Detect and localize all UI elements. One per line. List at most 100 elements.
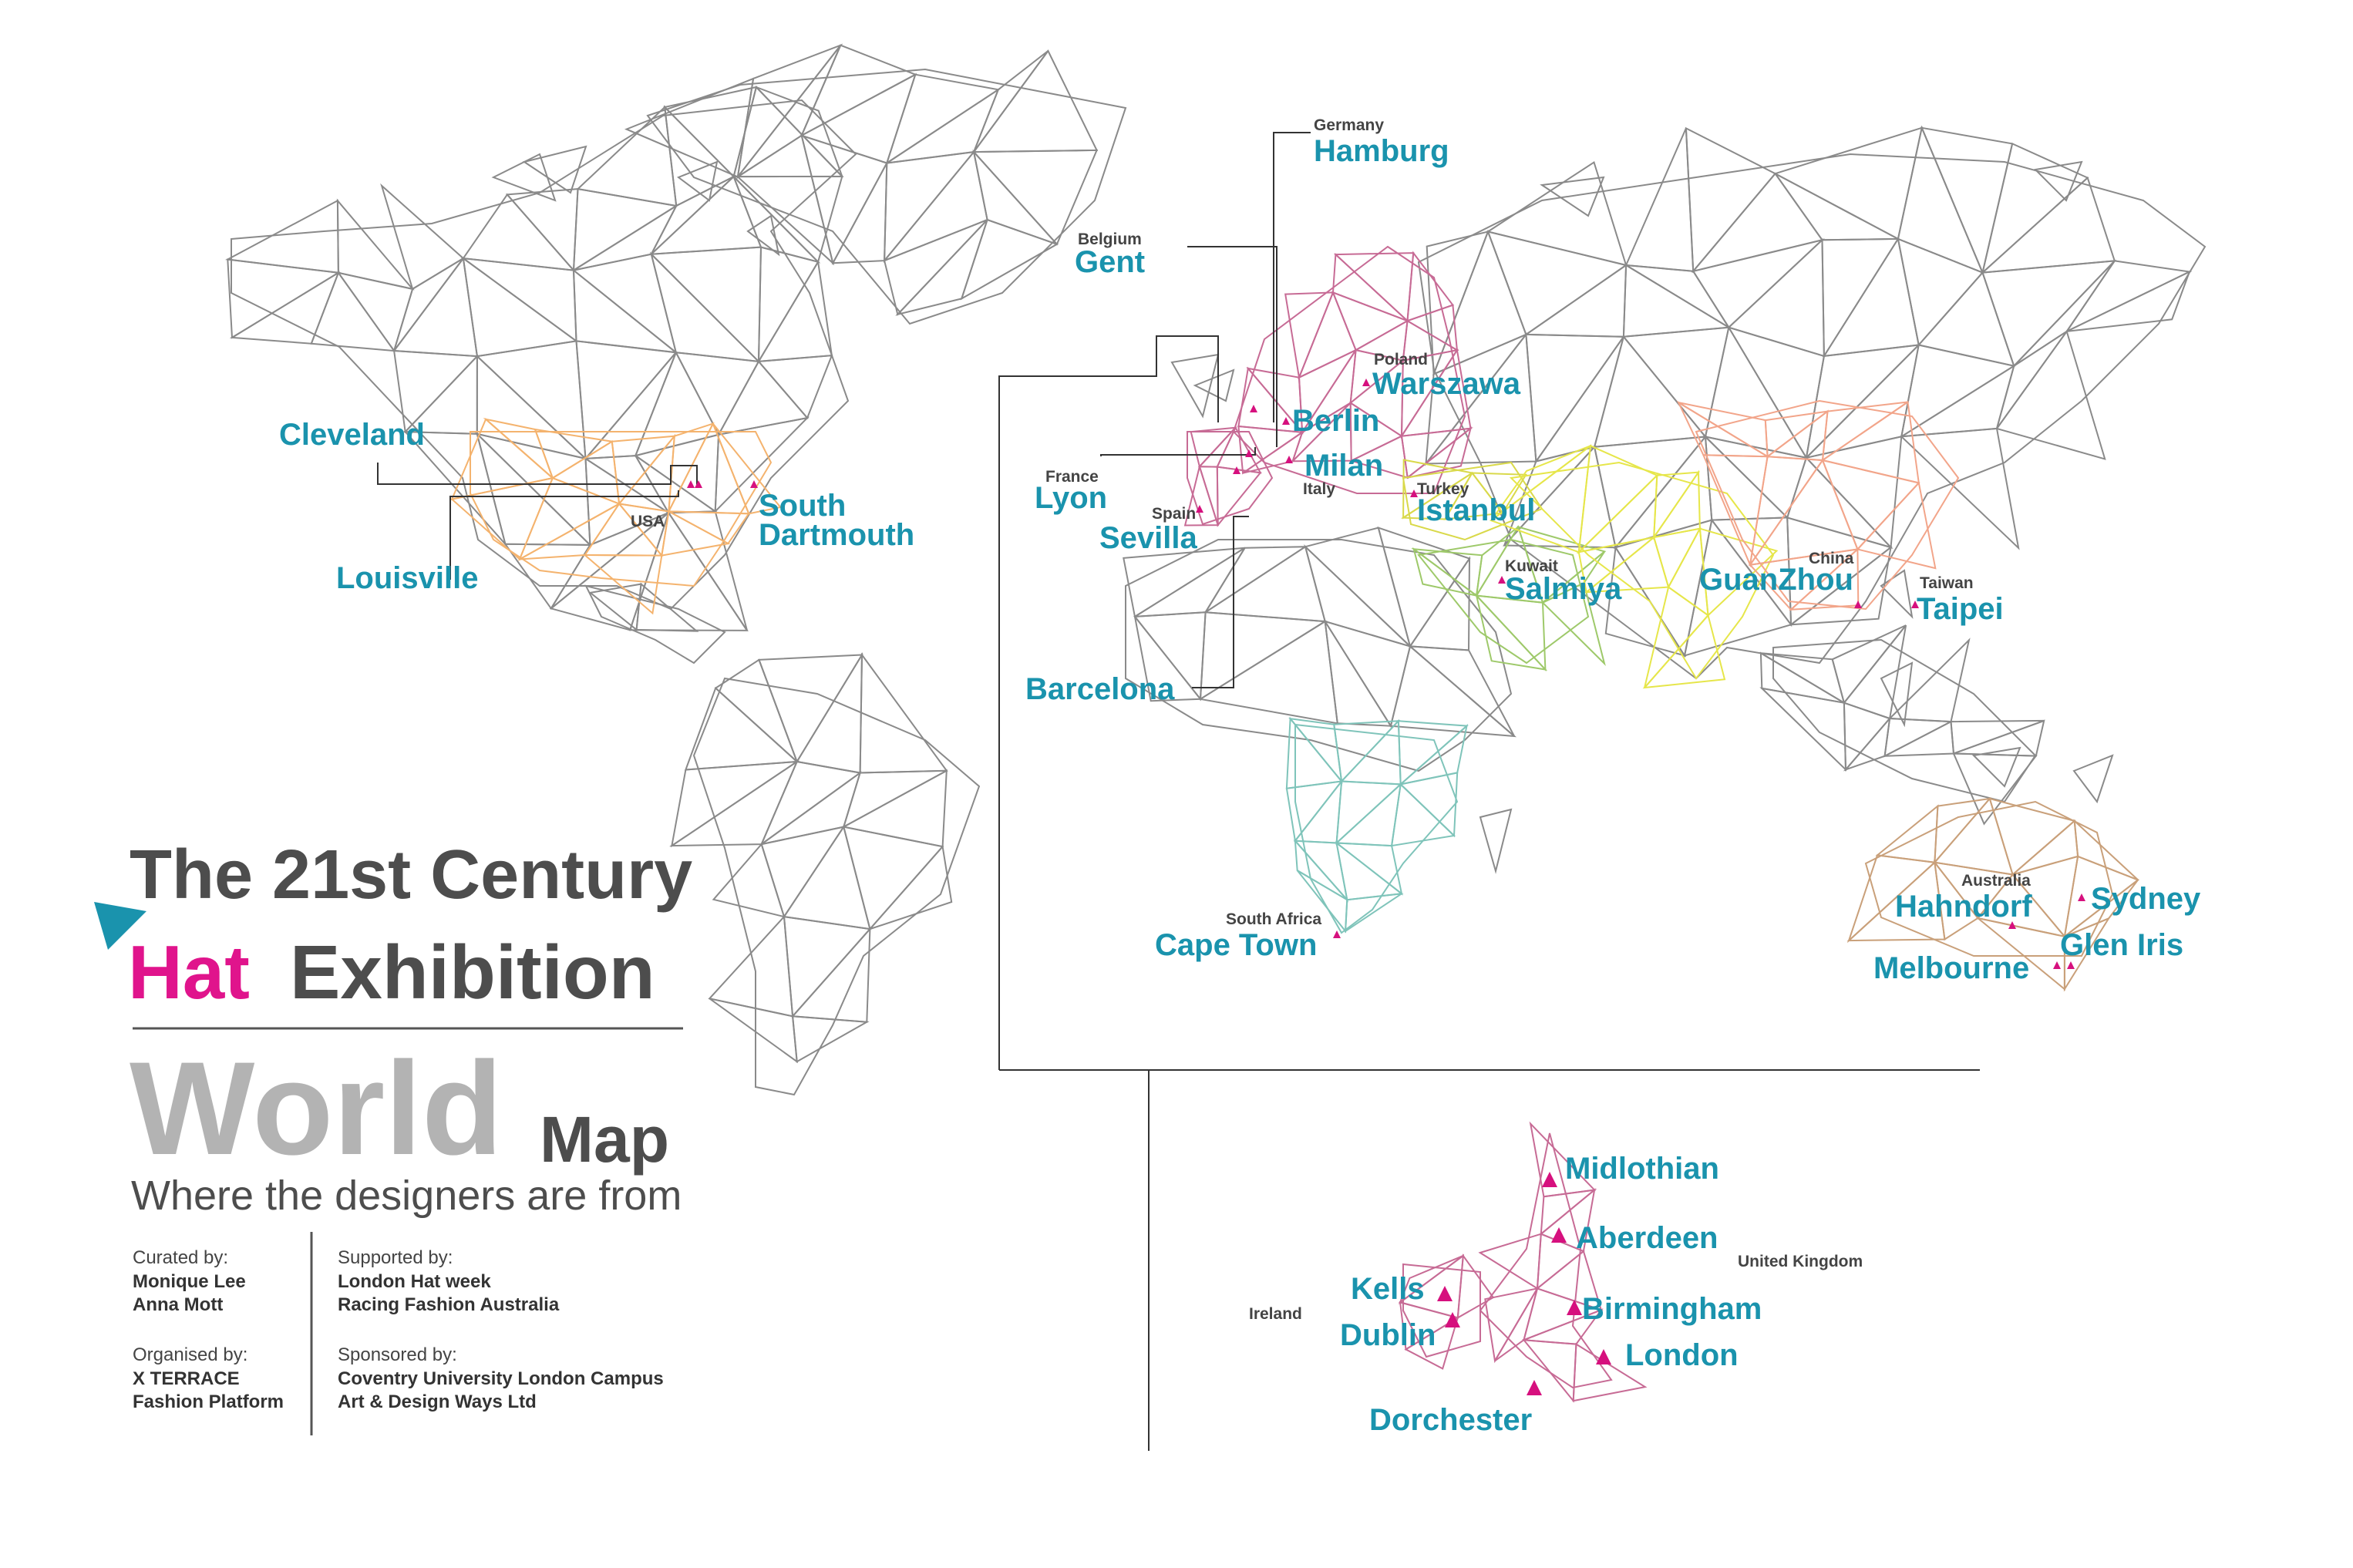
mesh-island bbox=[1971, 746, 2021, 788]
mesh-triangle bbox=[960, 218, 1059, 301]
mesh-triangle bbox=[712, 422, 783, 515]
country-usa: USA bbox=[631, 513, 665, 530]
mesh-triangle bbox=[582, 554, 663, 615]
mesh-triangle bbox=[709, 998, 798, 1064]
mesh-outline-north-america bbox=[231, 99, 857, 611]
location-marker-icon bbox=[687, 480, 695, 488]
world-mesh-colored bbox=[450, 245, 2140, 1403]
location-marker-icon bbox=[695, 480, 702, 488]
mesh-triangle bbox=[1774, 173, 1899, 241]
play-triangle-icon bbox=[94, 902, 146, 950]
mesh-triangle bbox=[1843, 715, 1891, 772]
location-marker-icon bbox=[1282, 417, 1290, 425]
country-australia: Australia bbox=[1961, 872, 2031, 890]
mesh-triangle bbox=[227, 258, 341, 339]
mesh-triangle bbox=[714, 416, 810, 513]
mesh-triangle bbox=[1572, 1342, 1648, 1402]
mesh-triangle bbox=[1856, 481, 1937, 570]
leader-line bbox=[449, 490, 679, 580]
mesh-triangle bbox=[2011, 819, 2079, 876]
supported-label: Supported by: bbox=[338, 1247, 453, 1268]
mesh-triangle bbox=[1642, 614, 1726, 689]
mesh-triangle bbox=[841, 769, 948, 848]
mesh-triangle bbox=[1404, 1316, 1459, 1370]
location-marker-icon bbox=[1245, 449, 1253, 457]
mesh-triangle bbox=[1323, 620, 1412, 728]
mesh-triangle bbox=[503, 543, 592, 611]
title-subtitle: Where the designers are from bbox=[131, 1173, 682, 1219]
supported-name-1: London Hat week bbox=[338, 1271, 491, 1292]
mesh-island bbox=[1540, 176, 1605, 217]
country-china: China bbox=[1809, 550, 1854, 567]
mesh-triangle bbox=[572, 268, 679, 354]
country-ireland: Ireland bbox=[1249, 1305, 1302, 1323]
mesh-triangle bbox=[1933, 860, 1979, 941]
city-salmiya: Salmiya bbox=[1505, 572, 1622, 606]
mesh-triangle bbox=[1456, 1253, 1495, 1320]
city-birmingham: Birmingham bbox=[1582, 1292, 1762, 1326]
mesh-island bbox=[1880, 661, 1914, 728]
mesh-outline-se-asia bbox=[1772, 638, 2037, 803]
mesh-triangle bbox=[1525, 333, 1625, 464]
mesh-island bbox=[1170, 353, 1220, 419]
title-hat: Hat bbox=[128, 930, 250, 1014]
mesh-triangle bbox=[1333, 252, 1415, 323]
mesh-triangle bbox=[791, 1015, 870, 1063]
mesh-triangle bbox=[462, 256, 579, 358]
mesh-outline-eurasia bbox=[1417, 153, 2207, 680]
mesh-triangle bbox=[1897, 237, 1984, 347]
sponsored-name-2: Art & Design Ways Ltd bbox=[338, 1391, 537, 1412]
mesh-triangle bbox=[783, 915, 872, 1018]
mesh-triangle bbox=[310, 271, 396, 352]
mesh-triangle bbox=[1134, 547, 1246, 617]
mesh-triangle bbox=[1577, 444, 1659, 554]
country-spain: Spain bbox=[1152, 505, 1197, 523]
mesh-triangle bbox=[1884, 720, 1955, 757]
mesh-triangle bbox=[895, 219, 988, 316]
mesh-triangle bbox=[867, 844, 953, 931]
leader-line bbox=[377, 463, 698, 486]
leader-line bbox=[998, 335, 1219, 1070]
organised-label: Organised by: bbox=[133, 1344, 248, 1365]
city-taipei: Taipei bbox=[1917, 592, 2004, 626]
country-turkey: Turkey bbox=[1417, 480, 1469, 498]
curated-name-1: Monique Lee bbox=[133, 1271, 246, 1292]
mesh-outline-australia bbox=[1864, 800, 2114, 957]
mesh-triangle bbox=[1995, 329, 2106, 460]
city-barcelona: Barcelona bbox=[1025, 672, 1175, 706]
mesh-triangle bbox=[663, 86, 758, 179]
city-hamburg: Hamburg bbox=[1314, 134, 1449, 168]
mesh-triangle bbox=[634, 350, 720, 457]
mesh-triangle bbox=[1389, 644, 1517, 738]
mesh-triangle bbox=[1199, 611, 1328, 701]
title-exhibition: Exhibition bbox=[290, 930, 655, 1014]
mesh-triangle bbox=[1475, 593, 1548, 671]
mesh-outline-africa-south bbox=[1294, 723, 1459, 934]
mesh-triangle bbox=[584, 456, 671, 547]
title-world: World bbox=[130, 1035, 503, 1183]
mesh-triangle bbox=[675, 352, 760, 436]
location-marker-icon bbox=[1250, 405, 1257, 412]
location-marker-icon bbox=[1362, 379, 1370, 386]
mesh-triangle bbox=[1399, 772, 1459, 838]
mesh-triangle bbox=[1822, 237, 1920, 358]
mesh-triangle bbox=[1523, 264, 1628, 338]
mesh-outline-south-america bbox=[692, 677, 981, 1096]
mesh-triangle bbox=[757, 259, 833, 363]
city-glen-iris: Glen Iris bbox=[2060, 928, 2184, 962]
mesh-triangle bbox=[635, 582, 699, 632]
mesh-triangle bbox=[1804, 436, 1903, 550]
location-marker-icon bbox=[1551, 1227, 1567, 1243]
mesh-triangle bbox=[717, 360, 809, 436]
mesh-outline-asia-yellow bbox=[1509, 461, 1775, 680]
location-marker-icon bbox=[1437, 1286, 1453, 1301]
mesh-triangle bbox=[1622, 264, 1732, 338]
city-guanzhou: GuanZhou bbox=[1699, 563, 1853, 597]
city-milan: Milan bbox=[1304, 449, 1384, 483]
city-cleveland: Cleveland bbox=[279, 418, 425, 452]
mesh-triangle bbox=[336, 271, 414, 353]
mesh-triangle bbox=[714, 658, 798, 762]
mesh-triangle bbox=[1335, 841, 1404, 901]
city-midlothian: Midlothian bbox=[1565, 1152, 1719, 1186]
